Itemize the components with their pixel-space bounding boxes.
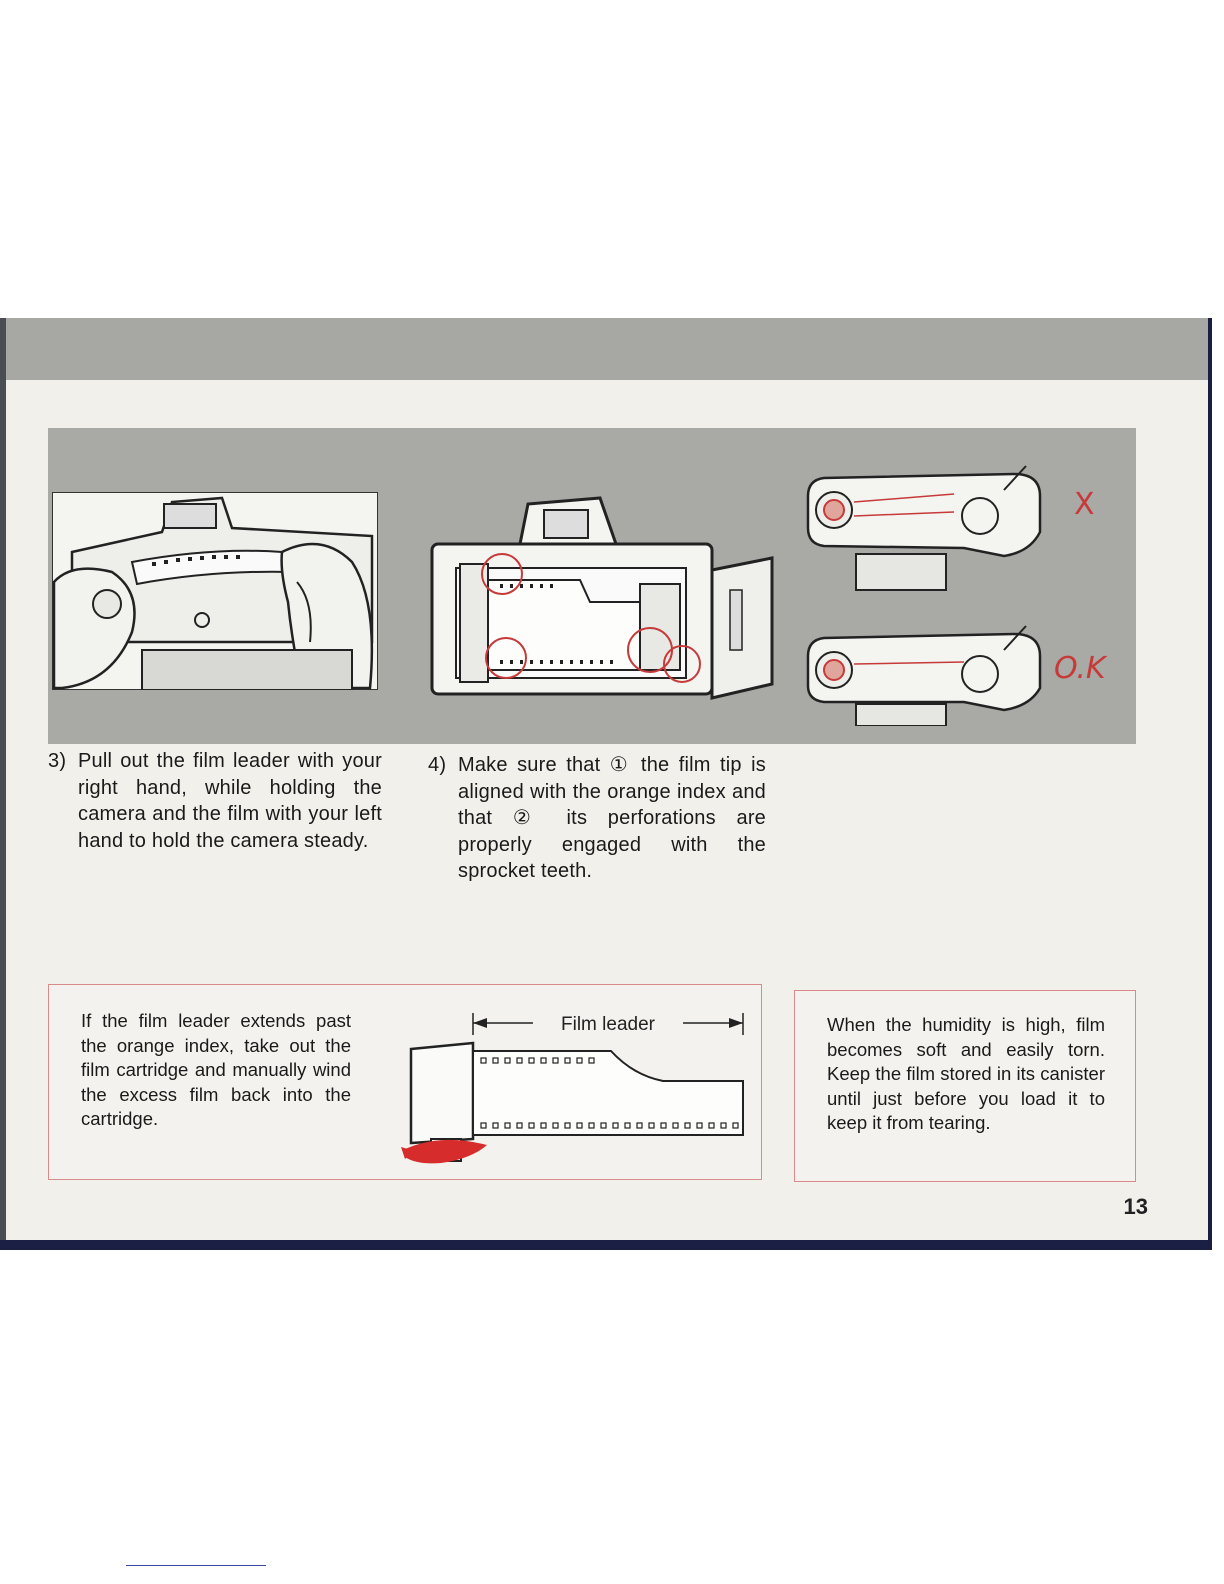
step-3-caption: 3) Pull out the film leader with your ri…	[48, 748, 382, 888]
film-leader-label: Film leader	[561, 1014, 656, 1035]
humidity-note-box: When the humidity is high, film becomes …	[794, 990, 1136, 1182]
film-check-top-views: X O.K	[806, 465, 1108, 726]
film-leader-note-text: If the film leader extends past the oran…	[81, 1010, 351, 1129]
left-edge	[0, 318, 6, 1250]
step-4-caption: 4) Make sure that ① the film tip is alig…	[428, 752, 766, 892]
step-4-text: Make sure that ① the film tip is aligned…	[458, 754, 766, 882]
step-4-number: 4)	[428, 754, 447, 776]
right-edge	[1208, 318, 1212, 1250]
verdict-wrong-mark: X	[1074, 487, 1095, 522]
page-number: 13	[1123, 1194, 1148, 1219]
manual-page: X O.K 3) Pull out the film leader with y…	[0, 318, 1212, 1250]
illustration-panel: X O.K	[48, 428, 1136, 744]
film-alignment-illustration	[430, 496, 774, 700]
step-3-text: Pull out the film leader with your right…	[78, 750, 382, 852]
film-leader-note-box: If the film leader extends past the oran…	[48, 984, 762, 1180]
bottom-band	[0, 1240, 1212, 1250]
footer-line	[126, 1565, 266, 1566]
step-3-number: 3)	[48, 750, 67, 772]
verdict-ok-mark: O.K	[1054, 651, 1108, 686]
hands-pulling-film-illustration	[52, 492, 378, 690]
top-band	[0, 318, 1212, 380]
humidity-note-text: When the humidity is high, film becomes …	[827, 1014, 1105, 1133]
film-leader-diagram: Film leader	[401, 1011, 744, 1164]
